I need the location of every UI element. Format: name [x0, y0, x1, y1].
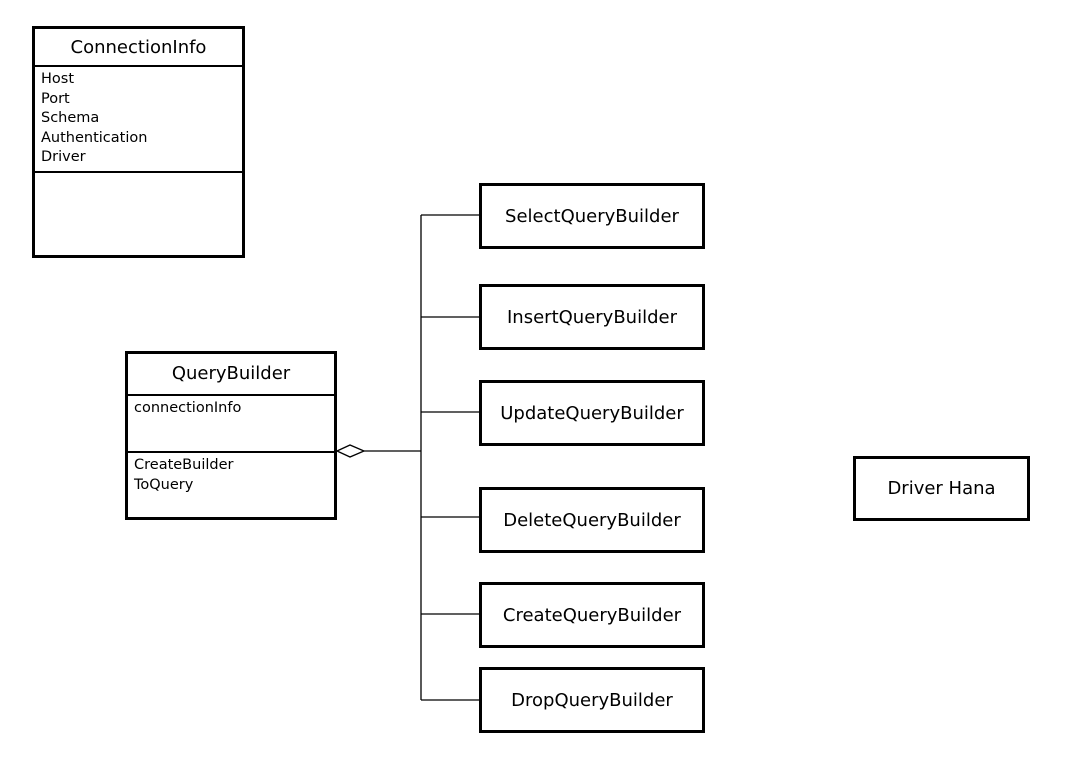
update-query-builder-label: UpdateQueryBuilder	[500, 402, 684, 424]
attribute-port: Port	[41, 90, 70, 107]
attribute-connection-info: connectionInfo	[134, 400, 242, 416]
drop-query-builder-label: DropQueryBuilder	[511, 689, 673, 711]
delete-query-builder-box: DeleteQueryBuilder	[479, 487, 705, 553]
query-builder-title: QueryBuilder	[171, 363, 291, 384]
query-builder-attributes: connectionInfo	[128, 394, 334, 451]
drop-query-builder-box: DropQueryBuilder	[479, 667, 705, 733]
insert-query-builder-box: InsertQueryBuilder	[479, 284, 705, 350]
attribute-host: Host	[41, 71, 75, 87]
attribute-driver: Driver	[41, 149, 86, 165]
attribute-authentication: Authentication	[41, 129, 148, 146]
connection-info-title: ConnectionInfo	[70, 37, 207, 58]
connection-info-class: ConnectionInfo Host Port Schema Authenti…	[32, 26, 245, 258]
connection-info-attributes: Host Port Schema Authentication Driver	[35, 65, 242, 171]
method-create-builder: CreateBuilder	[134, 457, 234, 473]
driver-hana-label: Driver Hana	[887, 478, 996, 499]
delete-query-builder-label: DeleteQueryBuilder	[503, 509, 681, 531]
aggregation-diamond-icon	[335, 444, 366, 458]
update-query-builder-box: UpdateQueryBuilder	[479, 380, 705, 446]
attribute-schema: Schema	[41, 110, 100, 126]
driver-hana-box: Driver Hana	[853, 456, 1030, 521]
method-to-query: ToQuery	[134, 476, 194, 493]
create-query-builder-box: CreateQueryBuilder	[479, 582, 705, 648]
insert-query-builder-label: InsertQueryBuilder	[507, 306, 677, 328]
select-query-builder-box: SelectQueryBuilder	[479, 183, 705, 249]
create-query-builder-label: CreateQueryBuilder	[502, 604, 682, 626]
query-builder-class: QueryBuilder connectionInfo CreateBuilde…	[125, 351, 337, 520]
query-builder-methods: CreateBuilder ToQuery	[128, 451, 334, 517]
connection-info-methods	[35, 171, 242, 255]
select-query-builder-label: SelectQueryBuilder	[505, 205, 679, 227]
